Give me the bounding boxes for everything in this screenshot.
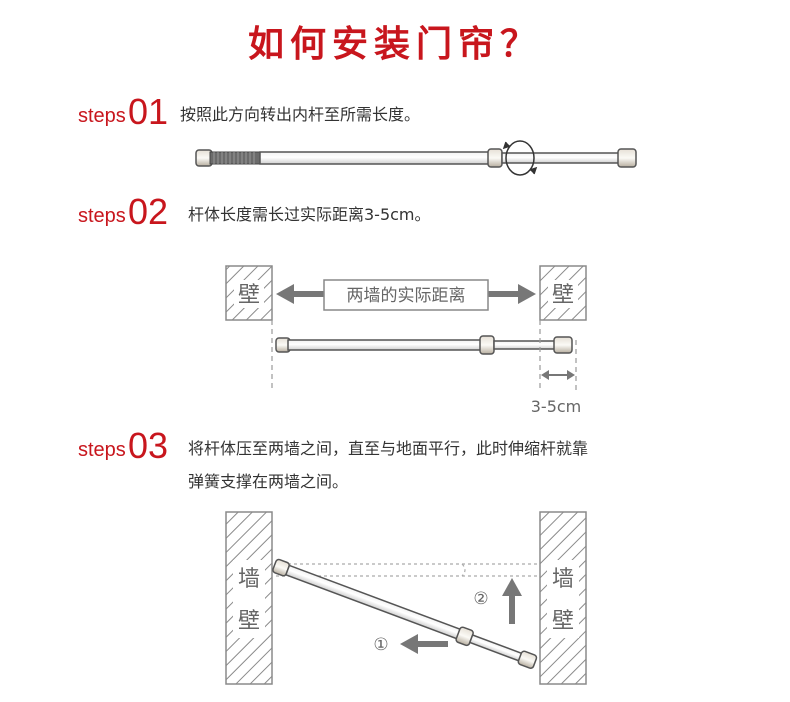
wall-right-label: 壁: [552, 283, 574, 308]
step-3-text-line-1: 将杆体压至两墙之间，直至与地面平行，此时伸缩杆就靠: [188, 439, 588, 458]
wall-right-char-1: 墙: [552, 567, 574, 592]
rotate-arrow-icon: [502, 140, 538, 176]
push-up-arrow-icon: [502, 578, 522, 624]
step-2-number: 02: [128, 191, 168, 232]
step-marker-1: ①: [373, 635, 388, 655]
step-2-diagram: 壁 壁 两墙的实际距离 3-5cm: [225, 265, 587, 416]
step-2-word: steps: [78, 205, 126, 227]
step-1-number: 01: [128, 91, 168, 132]
wall-left-char-1: 墙: [238, 567, 260, 592]
push-left-arrow-icon: [400, 634, 448, 654]
extra-length-arrow-icon: [541, 370, 575, 380]
target-rod-outline: [276, 563, 540, 577]
step-3-header: steps 03 将杆体压至两墙之间，直至与地面平行，此时伸缩杆就靠 弹簧支撑在…: [78, 425, 588, 491]
step-2-header: steps 02 杆体长度需长过实际距离3-5cm。: [78, 191, 431, 232]
extra-length-label: 3-5cm: [531, 397, 582, 416]
step-marker-2: ②: [473, 589, 488, 609]
wall-left-label: 壁: [238, 283, 260, 308]
step-3-diagram: 墙 壁 墙 壁 ② ①: [225, 511, 587, 685]
step-1-rod: [195, 140, 637, 176]
page-title: 如何安装门帘？: [248, 23, 542, 65]
distance-label: 两墙的实际距离: [347, 286, 466, 306]
tilted-rod: [272, 558, 538, 670]
step-3-text-line-2: 弹簧支撑在两墙之间。: [188, 472, 348, 491]
wall-right-box: [539, 265, 587, 321]
step-2-text: 杆体长度需长过实际距离3-5cm。: [188, 205, 431, 224]
distance-arrow-left-icon: [276, 284, 324, 304]
wall-left-char-2: 壁: [238, 609, 260, 634]
step-1-text: 按照此方向转出内杆至所需长度。: [180, 105, 420, 124]
step-3-number: 03: [128, 425, 168, 466]
distance-arrow-right-icon: [488, 284, 536, 304]
step-1-header: steps 01 按照此方向转出内杆至所需长度。: [78, 91, 420, 132]
step-3-word: steps: [78, 439, 126, 461]
wall-right-char-2: 壁: [552, 609, 574, 634]
step-1-word: steps: [78, 105, 126, 127]
